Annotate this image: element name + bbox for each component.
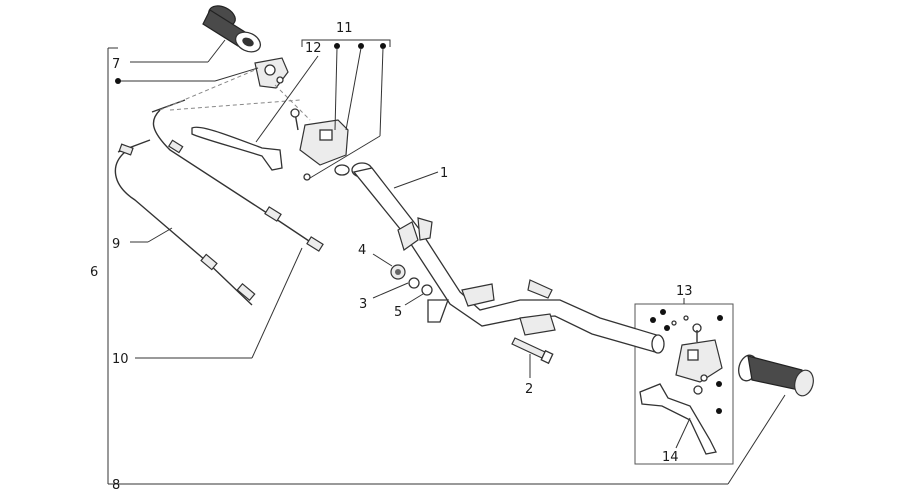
brake-cable-front xyxy=(114,139,256,306)
bullet-dot xyxy=(716,408,722,414)
callout-label-7: 7 xyxy=(112,57,120,72)
callout-label-4: 4 xyxy=(358,243,366,258)
callout-label-12: 12 xyxy=(305,41,322,56)
bullet-dot xyxy=(650,317,656,323)
washer xyxy=(408,277,420,289)
callout-label-11: 11 xyxy=(336,21,353,36)
right-grip xyxy=(738,354,814,397)
left-switch-housing xyxy=(254,57,289,89)
bullet-dot xyxy=(115,78,121,84)
right-brake-lever xyxy=(639,383,717,455)
left-brake-lever xyxy=(191,126,283,171)
leader-lines xyxy=(115,39,691,449)
callout-label-13: 13 xyxy=(676,284,693,299)
group-11-bracket xyxy=(301,39,391,49)
callout-label-10: 10 xyxy=(112,352,129,367)
left-grip xyxy=(202,5,262,53)
bullet-dot xyxy=(660,309,666,315)
bullet-dot xyxy=(716,381,722,387)
mounting-bolt xyxy=(511,337,554,365)
bullet-dot xyxy=(380,43,386,49)
spacer-bushing xyxy=(390,264,406,280)
master-cylinder xyxy=(290,108,350,181)
callout-label-8: 8 xyxy=(112,478,120,493)
callout-label-9: 9 xyxy=(112,237,120,252)
bullet-dot xyxy=(334,43,340,49)
handlebar-tube xyxy=(351,162,665,354)
callout-label-14: 14 xyxy=(662,450,679,465)
callout-label-5: 5 xyxy=(394,305,402,320)
bullet-dot xyxy=(358,43,364,49)
bullet-dot xyxy=(664,325,670,331)
callout-label-6: 6 xyxy=(90,265,98,280)
callout-label-1: 1 xyxy=(440,166,448,181)
nut xyxy=(421,284,433,296)
callout-label-3: 3 xyxy=(359,297,367,312)
assembly-bracket-left xyxy=(107,47,786,485)
bullet-dot xyxy=(717,315,723,321)
right-master-cylinder xyxy=(650,309,723,414)
callout-label-2: 2 xyxy=(525,382,533,397)
